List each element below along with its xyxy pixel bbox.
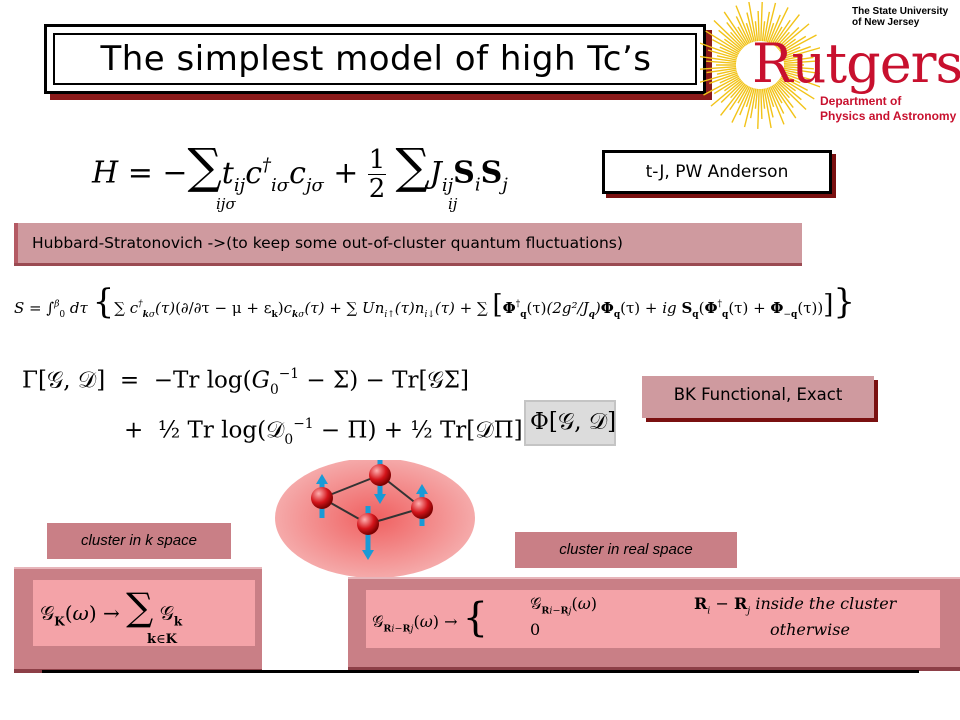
tj-label: t-J, PW Anderson (602, 150, 832, 194)
sunburst-logo (700, 2, 820, 129)
tab-cluster-real-space: cluster in real space (515, 532, 737, 568)
phi-term: Φ[𝒢, 𝒟] (530, 409, 617, 435)
real-space-case1: 𝒢Ri−Rj(ω) (530, 594, 598, 617)
hubbard-stratonovich-banner: Hubbard-Stratonovich ->(to keep some out… (14, 223, 802, 263)
real-space-formula: 𝒢Ri−Rj(ω) → { (372, 595, 489, 641)
real-space-formula-panel (366, 590, 940, 648)
sum-index-ijs: ijσ (216, 195, 236, 213)
bottom-rule (42, 670, 919, 673)
slide-title: The simplest model of high Tc’s (100, 39, 652, 79)
title-inner-frame (53, 33, 697, 85)
bk-label: BK Functional, Exact (642, 376, 874, 418)
action-equation: S = ∫β0 dτ {∑ c†kσ(τ)(∂/∂τ − μ + εk)ckσ(… (14, 282, 855, 322)
phi-highlight (524, 400, 616, 446)
k-space-formula-panel (33, 580, 255, 646)
real-space-case2-condition: otherwise (770, 620, 850, 639)
sum-index-ij: ij (448, 195, 458, 213)
bk-functional-line1: Γ[𝒢, 𝒟] = −Tr log(G0−1 − Σ) − Tr[𝒢Σ] (22, 366, 470, 398)
k-sum-index: k∈K (147, 632, 177, 647)
k-space-formula: 𝒢K(ω) → ∑ 𝒢k (40, 585, 183, 629)
real-space-case1-condition: Ri − Rj inside the cluster (694, 594, 897, 617)
real-space-case2: 0 (530, 620, 541, 639)
tab-cluster-k-space: cluster in k space (47, 523, 231, 559)
cluster-plaquette-illustration (275, 460, 475, 578)
bk-functional-line2: + ½ Tr log(𝒟0−1 − Π) + ½ Tr[𝒟Π] + (124, 416, 550, 448)
rutgers-wordmark: Rutgers (752, 32, 960, 95)
